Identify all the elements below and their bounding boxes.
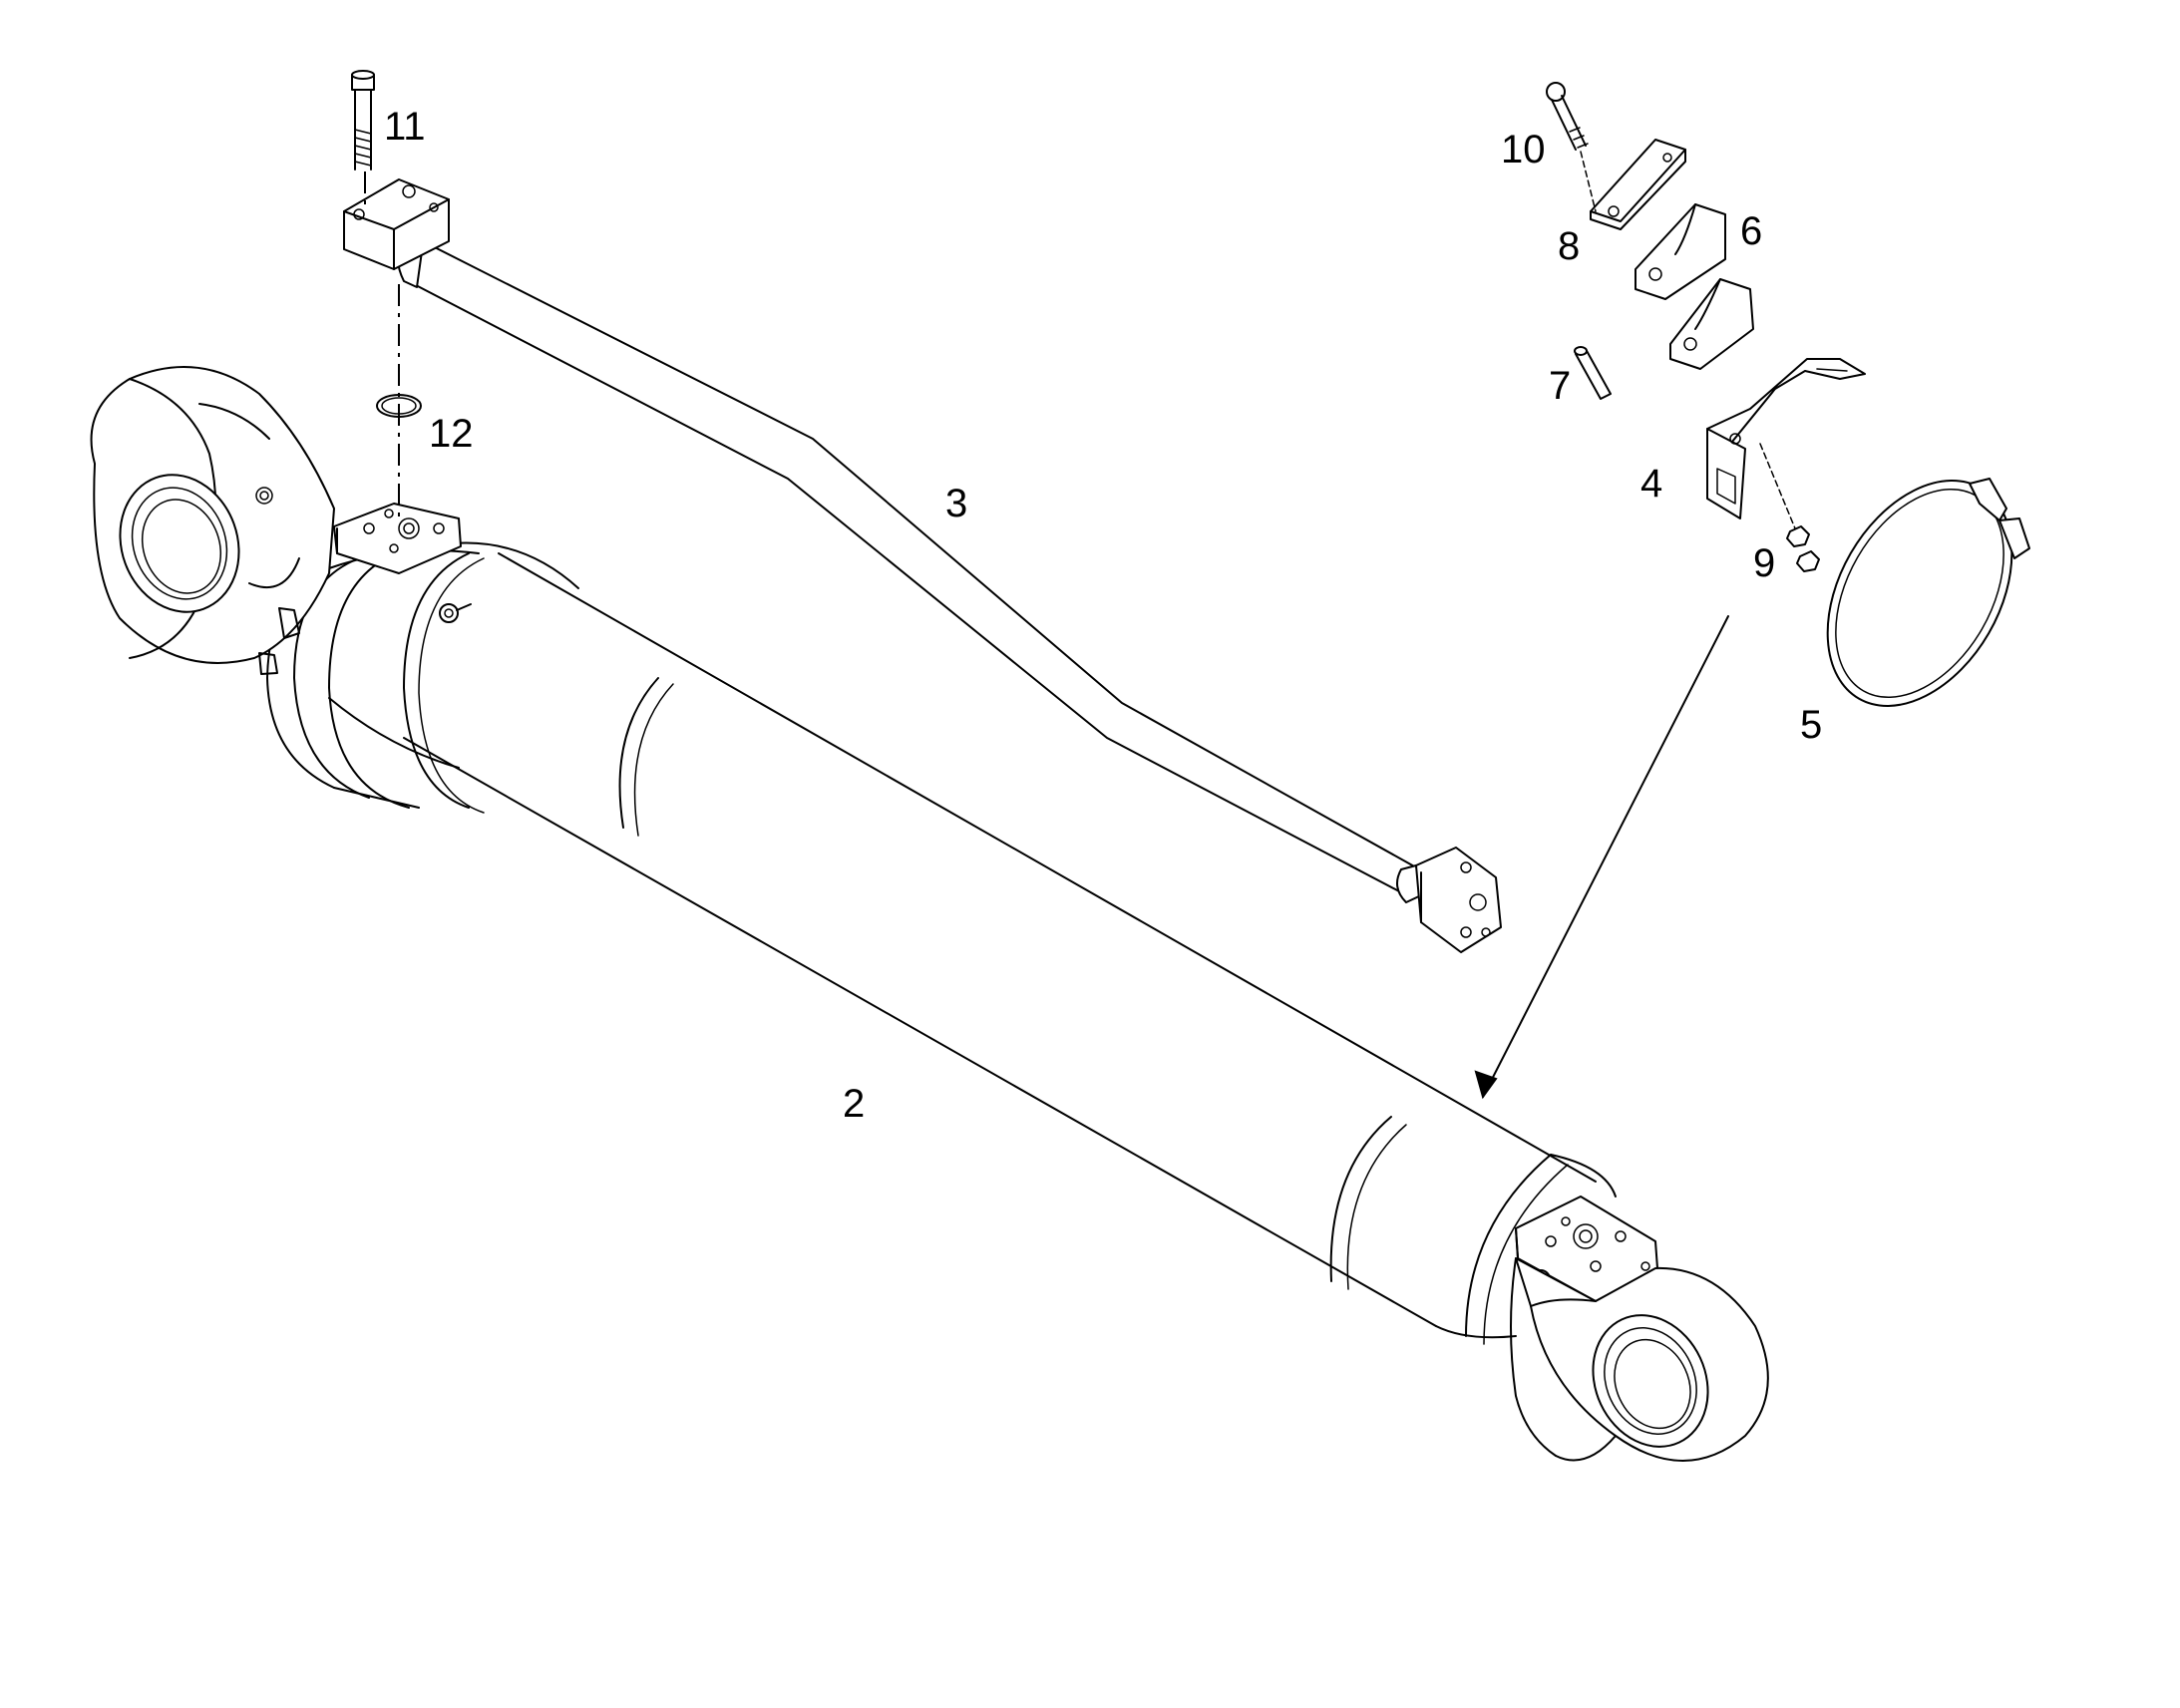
pin: [1574, 346, 1612, 400]
bolt-left: [351, 70, 375, 171]
callout-11: 11: [384, 105, 426, 149]
callout-6: 6: [1740, 209, 1762, 253]
hose-clamp-band: [1826, 478, 2030, 707]
leader-arrow: [1474, 615, 1729, 1100]
hydraulic-pipe: [343, 178, 1502, 953]
mounting-bracket: [1706, 358, 1866, 519]
pipe-clamp-halves: [1635, 203, 1754, 370]
bolt-right: [1546, 82, 1589, 151]
callout-10: 10: [1501, 128, 1546, 171]
callout-12: 12: [429, 412, 474, 456]
callout-8: 8: [1558, 224, 1580, 268]
lock-nuts: [1786, 525, 1820, 572]
callout-3: 3: [945, 482, 967, 525]
callout-4: 4: [1640, 462, 1662, 506]
cylinder-body: [90, 366, 1769, 1462]
callout-5: 5: [1800, 703, 1822, 747]
callout-2: 2: [843, 1082, 865, 1126]
callout-7: 7: [1549, 364, 1571, 408]
clamp-plate: [1590, 139, 1686, 230]
callout-9: 9: [1753, 541, 1775, 585]
